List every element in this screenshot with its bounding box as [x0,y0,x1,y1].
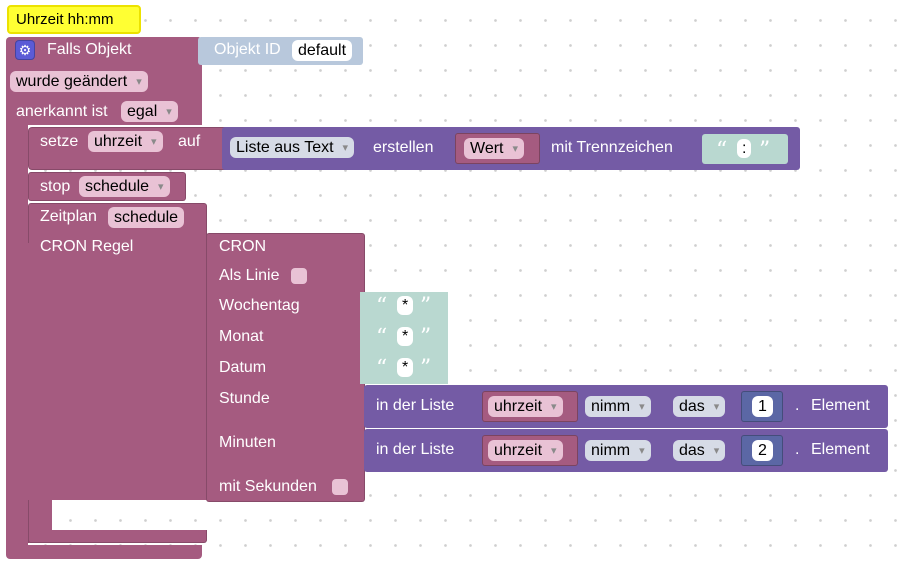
schedule-block-inner [28,243,207,500]
date-close-quote-icon: ” [420,356,432,381]
month-open-quote-icon: “ [376,325,388,350]
separator-field[interactable]: : [737,139,752,158]
schedule-label: Zeitplan [40,208,97,225]
as-line-checkbox[interactable] [291,268,307,284]
hour-in-list-label: in der Liste [376,397,455,414]
ack-label: anerkannt ist [16,103,108,120]
setze-variable-dropdown[interactable]: uhrzeit [88,131,163,152]
weekday-label: Wochentag [219,297,300,314]
comment-bubble[interactable]: Uhrzeit hh:mm [7,5,141,34]
minute-mode-dropdown[interactable]: nimm [585,440,651,461]
minute-var-dropdown[interactable]: uhrzeit [488,440,563,461]
object-id-label: Objekt ID [214,41,281,58]
hour-dot-label: . [795,397,800,414]
weekday-field[interactable]: * [397,296,414,315]
wert-dropdown[interactable]: Wert [464,138,525,159]
trigger-block-bottom [6,545,202,559]
hour-index-field[interactable]: 1 [752,396,773,417]
setze-label: setze [40,133,79,150]
gear-icon[interactable]: ⚙ [15,40,35,60]
month-close-quote-icon: ” [420,325,432,350]
trigger-change-dropdown[interactable]: wurde geändert [10,71,148,92]
as-line-label: Als Linie [219,267,280,284]
trigger-label: Falls Objekt [47,41,132,58]
create-label: erstellen [373,139,434,156]
date-open-quote-icon: “ [376,356,388,381]
month-label: Monat [219,328,264,345]
setze-auf-label: auf [178,133,201,150]
minute-dot-label: . [795,441,800,458]
date-field[interactable]: * [397,358,414,377]
cron-title: CRON [219,238,267,255]
stop-dropdown[interactable]: schedule [79,176,170,197]
hour-mode-dropdown[interactable]: nimm [585,396,651,417]
date-label: Datum [219,359,267,376]
seconds-label: mit Sekunden [219,478,317,495]
cron-block[interactable] [206,233,365,502]
setze-block[interactable] [28,127,226,170]
schedule-block-bottom [28,530,207,543]
list-mode-dropdown[interactable]: Liste aus Text [230,137,355,158]
cron-rule-label: CRON Regel [40,238,134,255]
separator-label: mit Trennzeichen [551,139,673,156]
hour-label: Stunde [219,390,270,407]
hour-where-dropdown[interactable]: das [673,396,726,417]
weekday-close-quote-icon: ” [420,294,432,319]
minutes-label: Minuten [219,434,276,451]
open-quote-icon: “ [716,138,728,163]
minute-element-label: Element [811,441,870,458]
weekday-open-quote-icon: “ [376,294,388,319]
stop-label: stop [40,178,71,195]
trigger-block-left-arm [6,120,28,546]
comment-text: Uhrzeit hh:mm [16,11,114,28]
ack-dropdown[interactable]: egal [121,101,178,122]
minute-index-field[interactable]: 2 [752,440,773,461]
schedule-name-field[interactable]: schedule [108,207,185,228]
object-id-field[interactable]: default [292,40,353,61]
minute-where-dropdown[interactable]: das [673,440,726,461]
hour-var-dropdown[interactable]: uhrzeit [488,396,563,417]
hour-element-label: Element [811,397,870,414]
close-quote-icon: ” [759,138,771,163]
month-field[interactable]: * [397,327,414,346]
seconds-checkbox[interactable] [332,479,348,495]
minute-in-list-label: in der Liste [376,441,455,458]
